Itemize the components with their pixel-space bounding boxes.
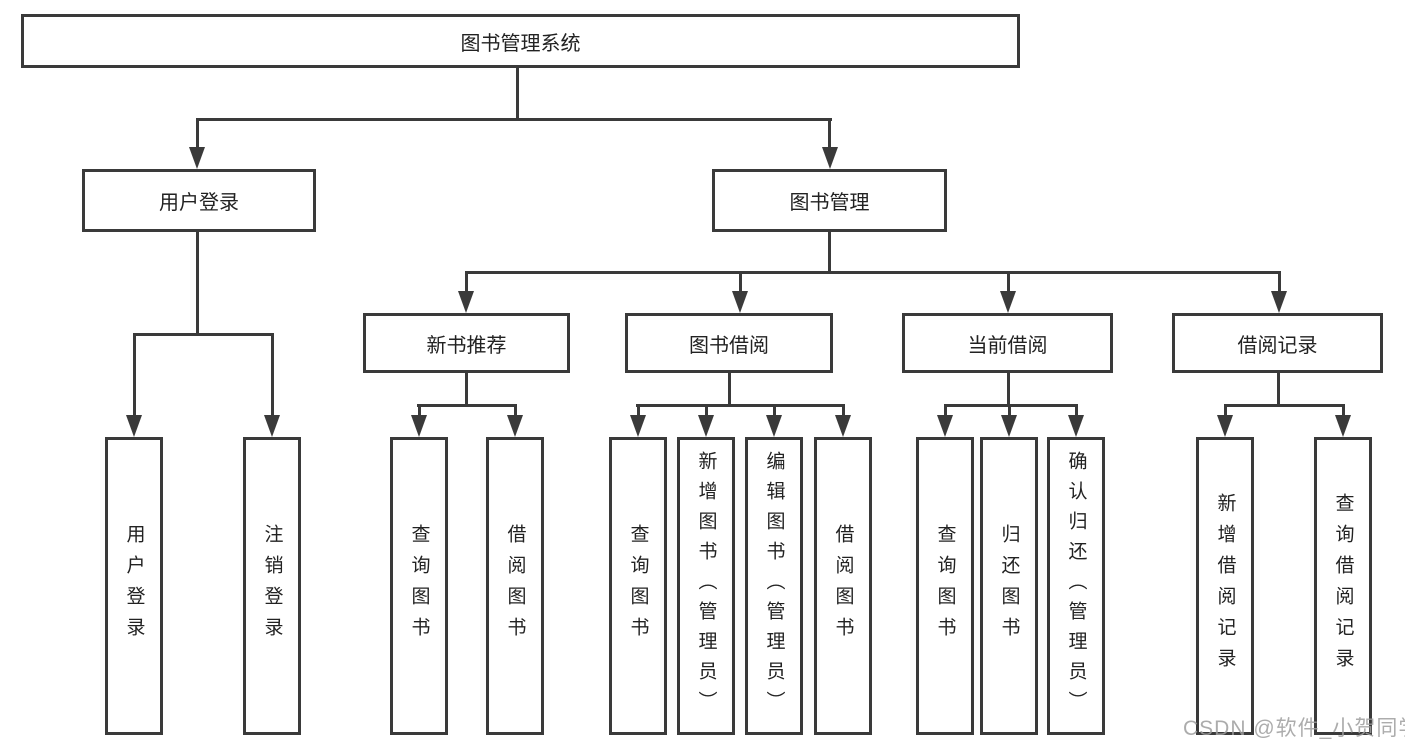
arrow-down-icon — [458, 291, 474, 313]
arrow-down-icon — [264, 415, 280, 437]
connector-line — [842, 404, 845, 417]
leaf-return-books: 归还图书 — [980, 437, 1038, 735]
connector-line — [739, 271, 742, 293]
connector-line — [196, 118, 199, 148]
connector-line — [1278, 271, 1281, 293]
connector-line — [417, 404, 517, 407]
connector-line — [465, 271, 468, 293]
arrow-down-icon — [822, 147, 838, 169]
leaf-add-books-admin: 新增图书（管理员） — [677, 437, 735, 735]
connector-line — [944, 404, 1078, 407]
connector-line — [828, 118, 831, 148]
connector-line — [1224, 404, 1345, 407]
leaf-add-borrow-record: 新增借阅记录 — [1196, 437, 1254, 735]
connector-line — [1342, 404, 1345, 417]
connector-line — [516, 68, 519, 121]
arrow-down-icon — [1271, 291, 1287, 313]
connector-line — [196, 118, 832, 121]
leaf-query-books-current: 查询图书 — [916, 437, 974, 735]
connector-line — [705, 404, 708, 417]
connector-line — [465, 373, 468, 406]
arrow-down-icon — [189, 147, 205, 169]
connector-line — [418, 404, 421, 417]
leaf-borrow-books-recommend: 借阅图书 — [486, 437, 544, 735]
connector-line — [1007, 373, 1010, 406]
node-new-book-recommend: 新书推荐 — [363, 313, 570, 373]
arrow-down-icon — [630, 415, 646, 437]
leaf-query-books-borrow: 查询图书 — [609, 437, 667, 735]
arrow-down-icon — [1217, 415, 1233, 437]
node-book-management: 图书管理 — [712, 169, 947, 232]
arrow-down-icon — [835, 415, 851, 437]
connector-line — [1075, 404, 1078, 417]
arrow-down-icon — [698, 415, 714, 437]
connector-line — [728, 373, 731, 406]
node-library-management-system: 图书管理系统 — [21, 14, 1020, 68]
connector-line — [1224, 404, 1227, 417]
connector-line — [196, 232, 199, 335]
connector-line — [828, 232, 831, 273]
connector-line — [271, 333, 274, 417]
arrow-down-icon — [766, 415, 782, 437]
node-book-borrow: 图书借阅 — [625, 313, 833, 373]
node-user-login: 用户登录 — [82, 169, 316, 232]
leaf-borrow-books: 借阅图书 — [814, 437, 872, 735]
leaf-logout: 注销登录 — [243, 437, 301, 735]
connector-line — [514, 404, 517, 417]
leaf-confirm-return-admin: 确认归还（管理员） — [1047, 437, 1105, 735]
connector-line — [637, 404, 640, 417]
connector-line — [465, 271, 1281, 274]
arrow-down-icon — [411, 415, 427, 437]
node-borrow-records: 借阅记录 — [1172, 313, 1383, 373]
node-current-borrow: 当前借阅 — [902, 313, 1113, 373]
leaf-user-login: 用户登录 — [105, 437, 163, 735]
arrow-down-icon — [1068, 415, 1084, 437]
csdn-watermark: CSDN @软件_小贺同学 — [1183, 717, 1405, 740]
connector-line — [773, 404, 776, 417]
connector-line — [1277, 373, 1280, 406]
arrow-down-icon — [732, 291, 748, 313]
arrow-down-icon — [937, 415, 953, 437]
arrow-down-icon — [1000, 291, 1016, 313]
connector-line — [1007, 271, 1010, 293]
connector-line — [636, 404, 845, 407]
arrow-down-icon — [1001, 415, 1017, 437]
leaf-query-books-recommend: 查询图书 — [390, 437, 448, 735]
connector-line — [1008, 404, 1011, 417]
leaf-query-borrow-record: 查询借阅记录 — [1314, 437, 1372, 735]
connector-line — [133, 333, 136, 417]
leaf-edit-books-admin: 编辑图书（管理员） — [745, 437, 803, 735]
connector-line — [944, 404, 947, 417]
arrow-down-icon — [126, 415, 142, 437]
connector-line — [133, 333, 274, 336]
arrow-down-icon — [507, 415, 523, 437]
arrow-down-icon — [1335, 415, 1351, 437]
